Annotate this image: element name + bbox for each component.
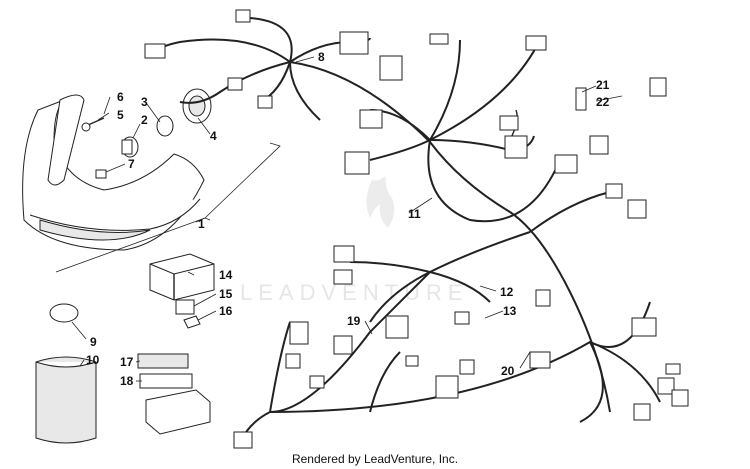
connector xyxy=(459,359,475,375)
group-1-frame xyxy=(55,142,281,273)
connector xyxy=(665,363,681,375)
callout-17: 17 xyxy=(120,355,134,369)
connector xyxy=(333,269,353,285)
connector xyxy=(144,43,166,59)
callout-5: 5 xyxy=(117,108,124,122)
callout-14: 14 xyxy=(219,268,233,282)
connector xyxy=(554,154,578,174)
callout-6: 6 xyxy=(117,90,124,104)
connector xyxy=(333,335,353,355)
connector xyxy=(499,115,519,131)
connector xyxy=(535,289,551,307)
callout-11: 11 xyxy=(408,207,421,221)
connector xyxy=(359,109,383,129)
wiring-harness xyxy=(155,9,661,443)
callout-15: 15 xyxy=(219,287,233,301)
callout-16: 16 xyxy=(219,304,233,318)
bulb xyxy=(121,136,139,158)
callout-1: 1 xyxy=(198,217,205,231)
connector xyxy=(525,35,547,51)
bulb-socket xyxy=(156,115,174,137)
watermark: LEADVENTURE xyxy=(240,176,469,305)
connector xyxy=(529,351,551,369)
connector xyxy=(233,431,253,449)
screw xyxy=(81,117,105,132)
connector xyxy=(405,355,419,367)
connector xyxy=(385,315,409,339)
connector xyxy=(631,317,657,337)
callout-20: 20 xyxy=(501,364,515,378)
connector xyxy=(309,375,325,389)
connector xyxy=(344,151,370,175)
connector xyxy=(289,321,309,345)
callout-18: 18 xyxy=(120,374,134,388)
callout-10: 10 xyxy=(86,353,100,367)
connector xyxy=(627,199,647,219)
fuse-label xyxy=(137,353,189,369)
connector xyxy=(257,95,273,109)
callout-21: 21 xyxy=(596,78,610,92)
callout-2: 2 xyxy=(141,113,148,127)
fuse-box-cover xyxy=(139,373,193,389)
connector xyxy=(379,55,403,81)
grommet xyxy=(182,88,212,124)
callout-19: 19 xyxy=(347,314,361,328)
callout-7: 7 xyxy=(128,157,135,171)
connector xyxy=(671,389,689,407)
connector xyxy=(657,377,675,395)
sleeve xyxy=(35,356,97,444)
connector xyxy=(454,311,470,325)
fuse-clip xyxy=(183,315,201,329)
connector xyxy=(429,33,449,45)
footer-credit: Rendered by LeadVenture, Inc. xyxy=(291,452,459,466)
clip xyxy=(95,169,107,179)
callout-13: 13 xyxy=(503,304,517,318)
connector xyxy=(285,353,301,369)
relay xyxy=(149,253,215,301)
fuse xyxy=(175,299,195,315)
leader-lines xyxy=(71,56,623,382)
watermark-text: LEADVENTURE xyxy=(240,280,469,305)
connector xyxy=(633,403,651,421)
connector xyxy=(589,135,609,155)
callout-4: 4 xyxy=(210,129,217,143)
ring-band xyxy=(49,303,79,323)
connector xyxy=(333,245,355,263)
connector xyxy=(649,77,667,97)
callout-22: 22 xyxy=(596,95,610,109)
connector xyxy=(227,77,243,91)
callout-9: 9 xyxy=(90,335,97,349)
connector xyxy=(435,375,459,399)
callout-12: 12 xyxy=(500,285,514,299)
connector xyxy=(504,135,528,159)
callout-3: 3 xyxy=(141,95,148,109)
headlight-housing xyxy=(22,94,205,251)
callout-labels: 1 2 3 4 5 6 7 8 9 10 11 12 13 14 15 16 1… xyxy=(86,50,610,388)
harness-clip-21 xyxy=(575,87,587,111)
connector xyxy=(235,9,251,23)
callout-8: 8 xyxy=(318,50,325,64)
connector xyxy=(339,31,369,55)
connector-group xyxy=(144,9,689,449)
connector xyxy=(605,183,623,199)
fuse-box xyxy=(145,389,211,435)
